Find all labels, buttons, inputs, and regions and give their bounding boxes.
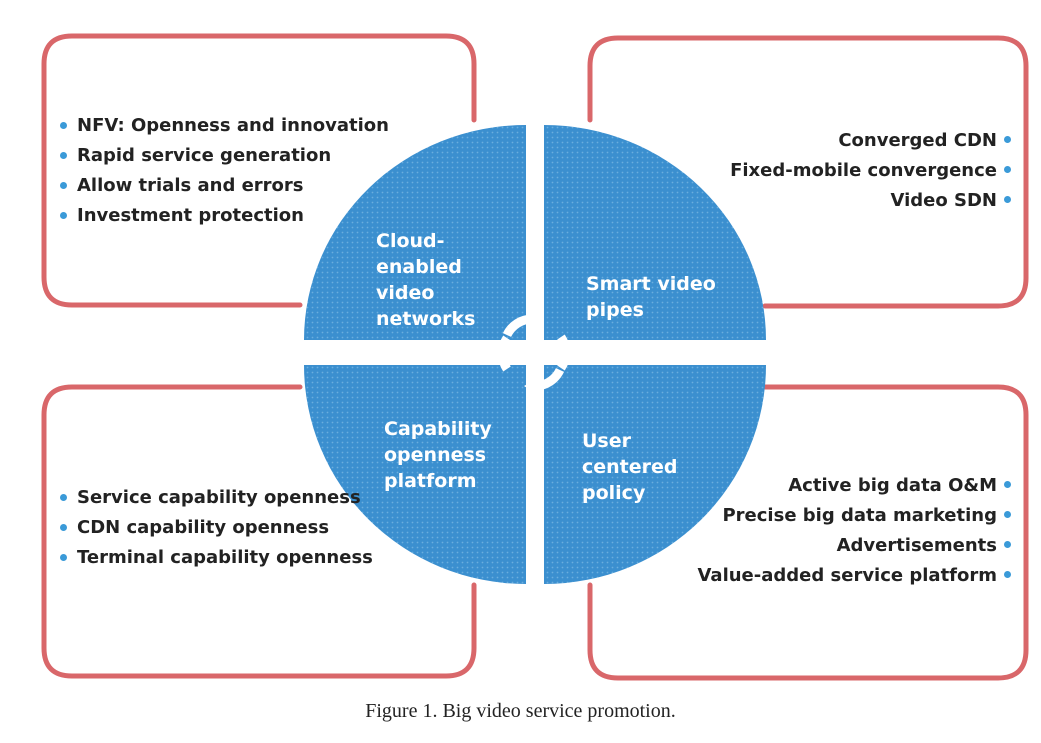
list-top-left: NFV: Openness and innovation Rapid servi… [60,111,389,231]
list-item: Rapid service generation [60,141,389,171]
list-bottom-right: Active big data O&M Precise big data mar… [697,471,1011,591]
list-item: Investment protection [60,201,389,231]
list-item: Precise big data marketing [697,501,1011,531]
frame-bottom-left [41,384,477,679]
list-item: Advertisements [697,531,1011,561]
list-item: Fixed-mobile convergence [730,156,1011,186]
list-top-right: Converged CDN Fixed-mobile convergence V… [730,126,1011,216]
frame-top-left [41,33,477,308]
frame-bottom-right [587,384,1029,681]
list-item: Allow trials and errors [60,171,389,201]
list-item: NFV: Openness and innovation [60,111,389,141]
list-item: Converged CDN [730,126,1011,156]
list-item: Terminal capability openness [60,543,373,573]
frame-top-right [587,35,1029,309]
figure-caption: Figure 1. Big video service promotion. [365,700,676,722]
list-item: Video SDN [730,186,1011,216]
list-item: Service capability openness [60,483,373,513]
quadrant-top-right [544,125,766,340]
quadrant-top-left [304,125,526,340]
list-item: CDN capability openness [60,513,373,543]
list-item: Value-added service platform [697,561,1011,591]
label-user-centered-policy: User centered policy [582,430,678,504]
quadrant-bottom-right [544,365,766,584]
label-cloud-enabled-video-networks: Cloud- enabled video networks [376,230,476,330]
list-item: Active big data O&M [697,471,1011,501]
quadrant-bottom-left [304,365,526,584]
label-capability-openness-platform: Capability openness platform [384,418,492,492]
list-bottom-left: Service capability openness CDN capabili… [60,483,373,573]
label-smart-video-pipes: Smart video pipes [586,273,716,321]
cycle-arrowheads [524,311,544,395]
